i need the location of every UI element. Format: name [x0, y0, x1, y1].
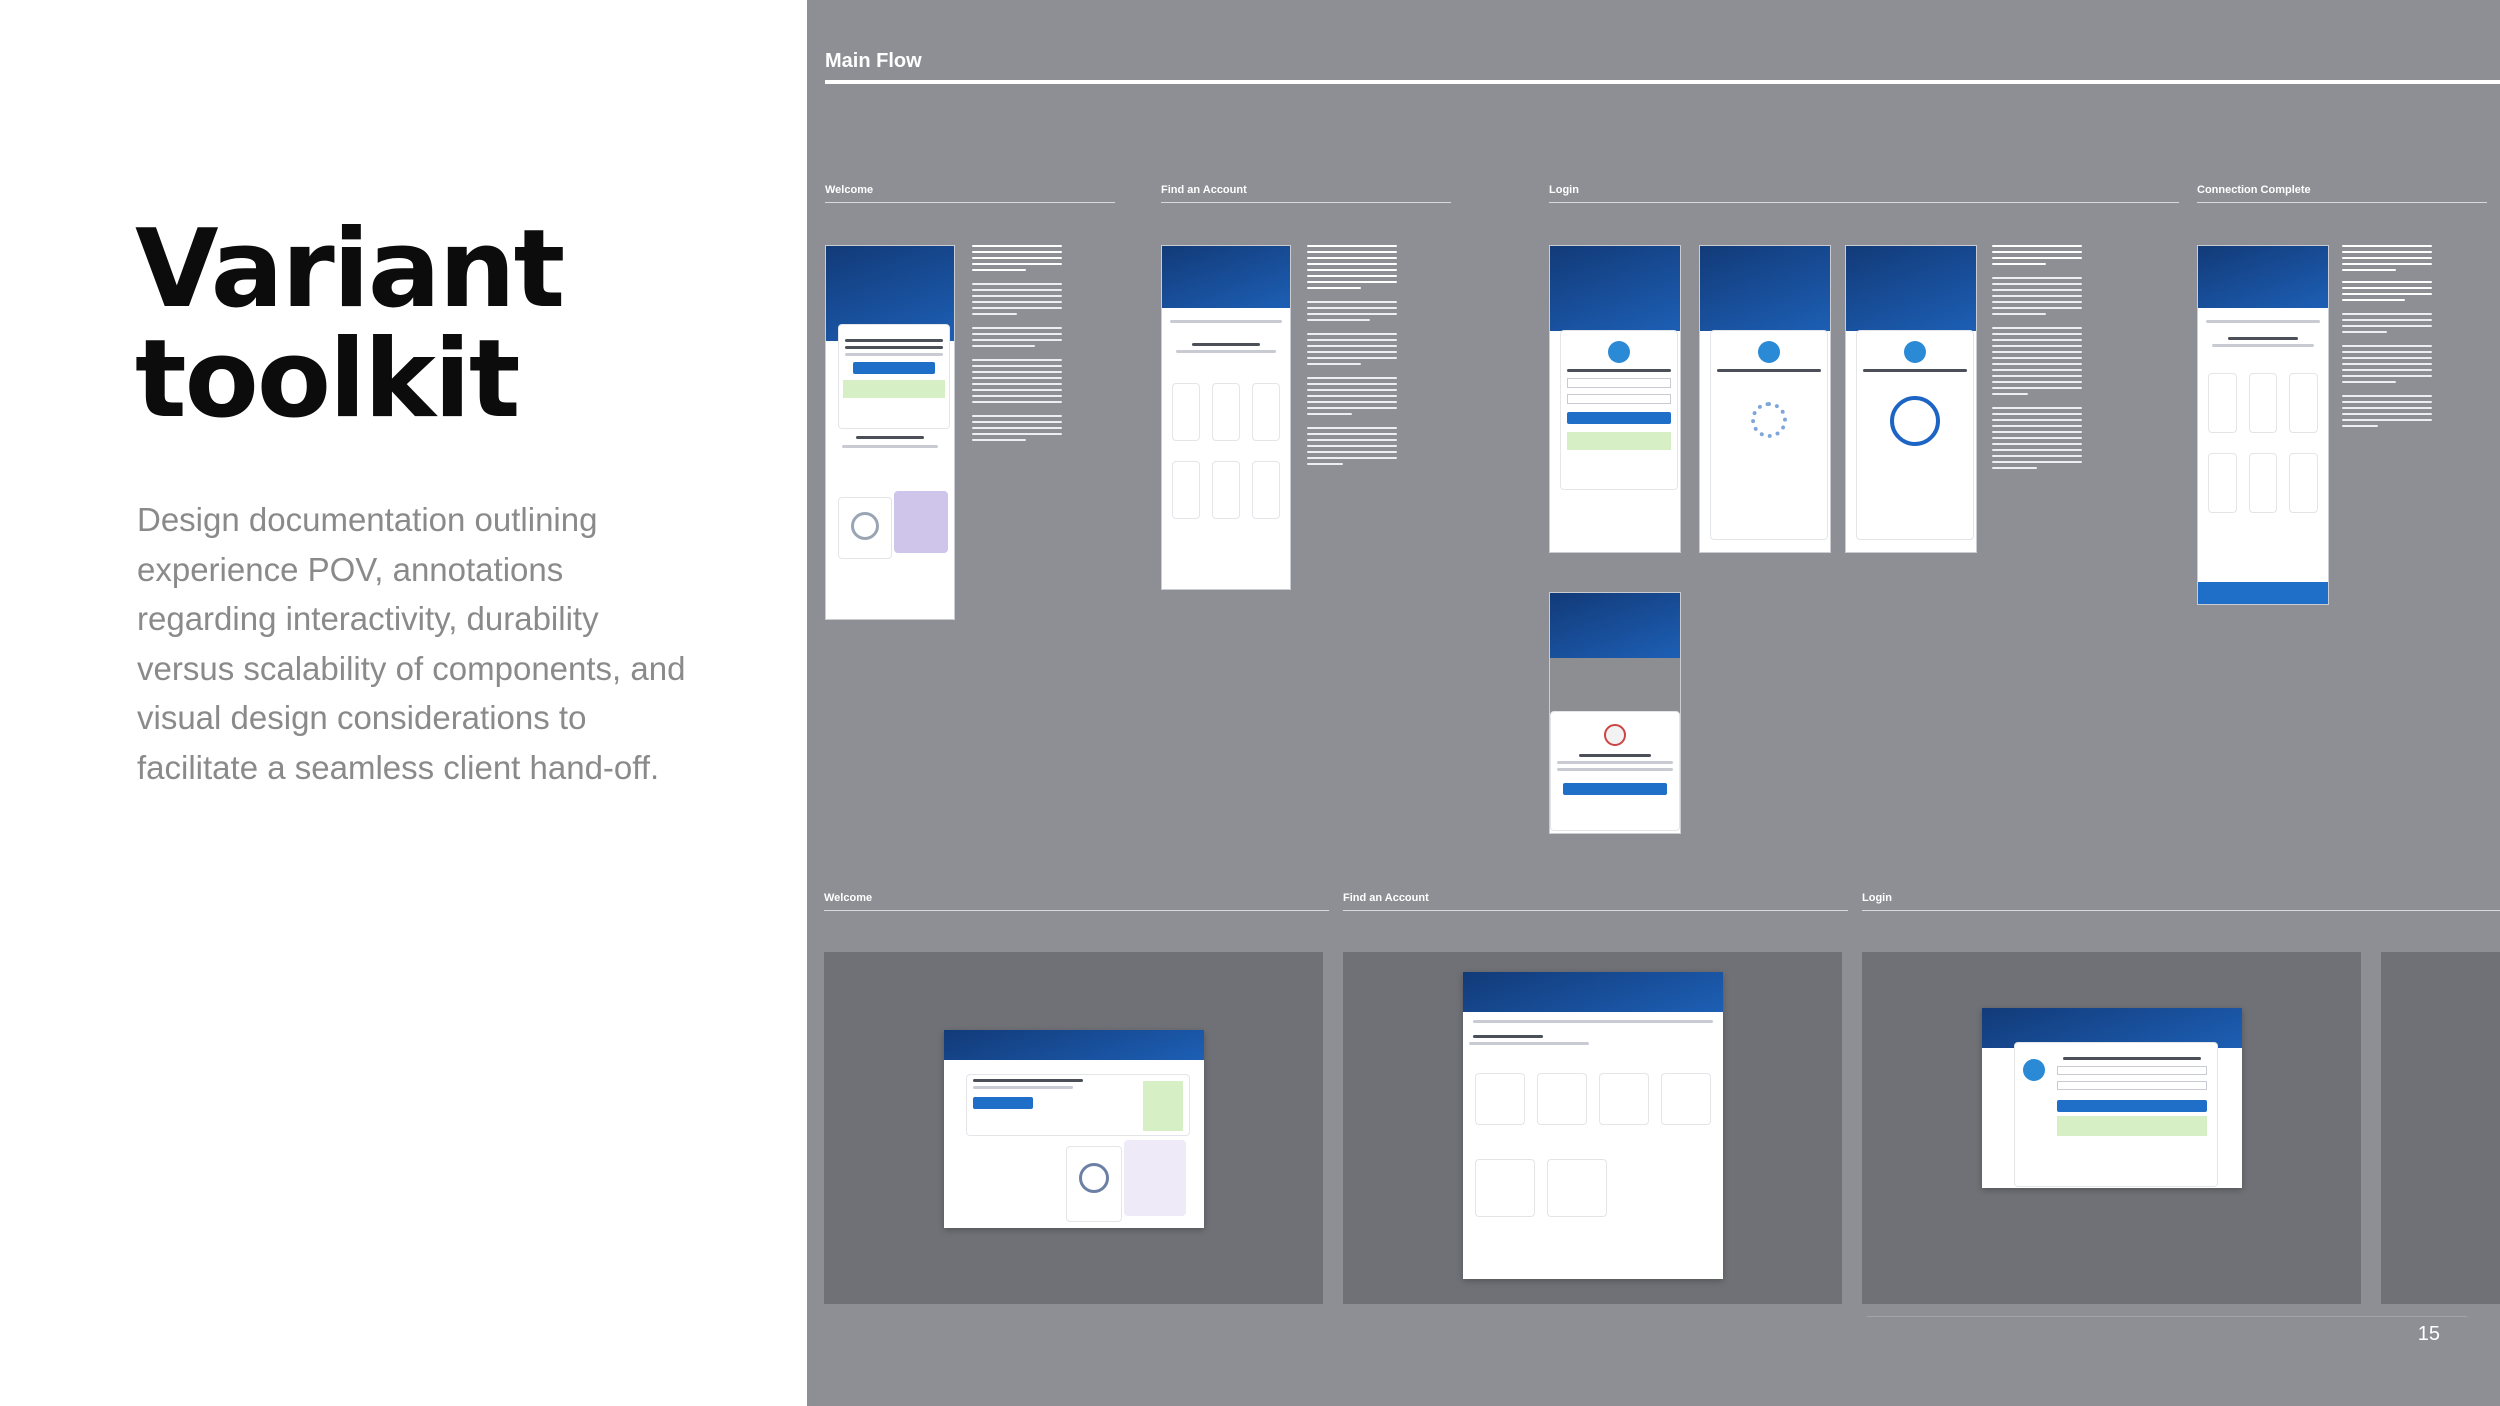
welcome-annotation: [972, 245, 1062, 445]
main-flow-title: Main Flow: [825, 50, 922, 72]
find-account-desktop-dialog: [1463, 972, 1723, 1279]
login-phone-mockup-2: [1699, 245, 1831, 553]
connection-complete-phone-mockup: [2197, 245, 2329, 605]
welcome-desktop-dialog: [944, 1030, 1204, 1228]
slide-title-line2: toolkit: [135, 317, 521, 442]
login-desktop-frame: [1862, 952, 2361, 1304]
page-number: 15: [2417, 1323, 2440, 1345]
welcome-phone-mockup: [825, 245, 955, 620]
welcome-desktop-frame: [824, 952, 1323, 1304]
section-label-connection-complete: Connection Complete: [2197, 184, 2311, 196]
section-rule: [1862, 910, 2500, 911]
slide-title-line1: Variant: [135, 207, 565, 332]
login-phone-mockup-1: [1549, 245, 1681, 553]
section-rule: [824, 910, 1329, 911]
section-rule: [1161, 202, 1451, 203]
section-label-find-account: Find an Account: [1161, 184, 1247, 196]
main-flow-rule: [825, 80, 2500, 84]
slide-title: Variant toolkit: [135, 207, 565, 442]
section-rule: [1343, 910, 1848, 911]
section-label-login: Login: [1549, 184, 1579, 196]
login-phone-mockup-3: [1845, 245, 1977, 553]
partial-desktop-frame: [2381, 952, 2500, 1304]
section-rule: [1549, 202, 2179, 203]
login-desktop-dialog: [1982, 1008, 2242, 1188]
section-label-welcome: Welcome: [825, 184, 874, 196]
connection-complete-annotation: [2342, 245, 2432, 431]
find-account-phone-mockup: [1161, 245, 1291, 590]
find-account-desktop-frame: [1343, 952, 1842, 1304]
design-canvas: Main Flow Welcome Find an Account Login …: [807, 0, 2500, 1406]
bottom-section-label-welcome: Welcome: [824, 892, 873, 904]
section-rule: [2197, 202, 2487, 203]
page-footer-rule: [1867, 1316, 2467, 1317]
login-annotation: [1992, 245, 2082, 473]
slide-description: Design documentation outlining experienc…: [137, 501, 686, 786]
login-phone-mockup-4: [1549, 592, 1681, 834]
section-rule: [825, 202, 1115, 203]
slide-left-panel: Variant toolkit Design documentation out…: [0, 0, 807, 1406]
bottom-section-label-find-account: Find an Account: [1343, 892, 1429, 904]
find-account-annotation: [1307, 245, 1397, 469]
bottom-section-label-login: Login: [1862, 892, 1892, 904]
